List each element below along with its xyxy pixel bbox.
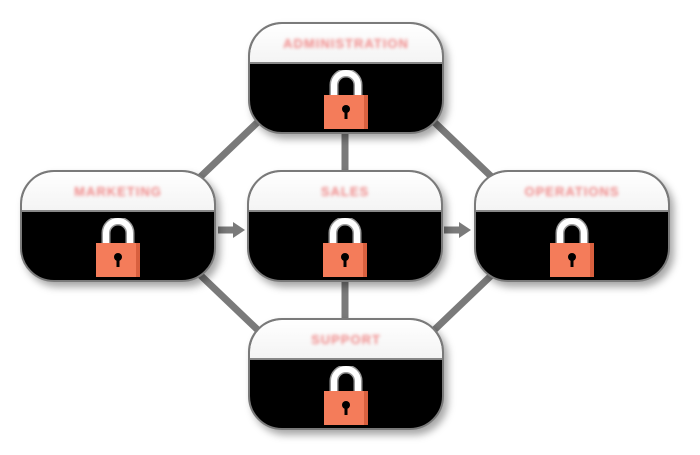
link-marketing-support bbox=[192, 267, 265, 337]
lock-icon bbox=[550, 218, 594, 277]
arrow-right-icon bbox=[459, 222, 471, 238]
link-admin-operations bbox=[427, 115, 500, 185]
lock-icon bbox=[96, 218, 140, 277]
lock-icon bbox=[324, 70, 368, 129]
lock-icon bbox=[324, 366, 368, 425]
node-label: Marketing bbox=[74, 183, 162, 199]
node-label: Sales bbox=[320, 183, 370, 199]
link-operations-support bbox=[427, 267, 500, 337]
node-support: Support bbox=[248, 318, 444, 430]
node-administration: Administration bbox=[248, 22, 444, 134]
node-label: Support bbox=[311, 331, 381, 347]
node-operations: Operations bbox=[474, 170, 670, 282]
lock-icon bbox=[323, 218, 367, 277]
node-label: Operations bbox=[524, 183, 620, 199]
node-marketing: Marketing bbox=[20, 170, 216, 282]
link-marketing-admin bbox=[192, 115, 265, 185]
node-label: Administration bbox=[283, 35, 409, 51]
node-sales: Sales bbox=[247, 170, 443, 282]
arrow-right-icon bbox=[233, 222, 245, 238]
